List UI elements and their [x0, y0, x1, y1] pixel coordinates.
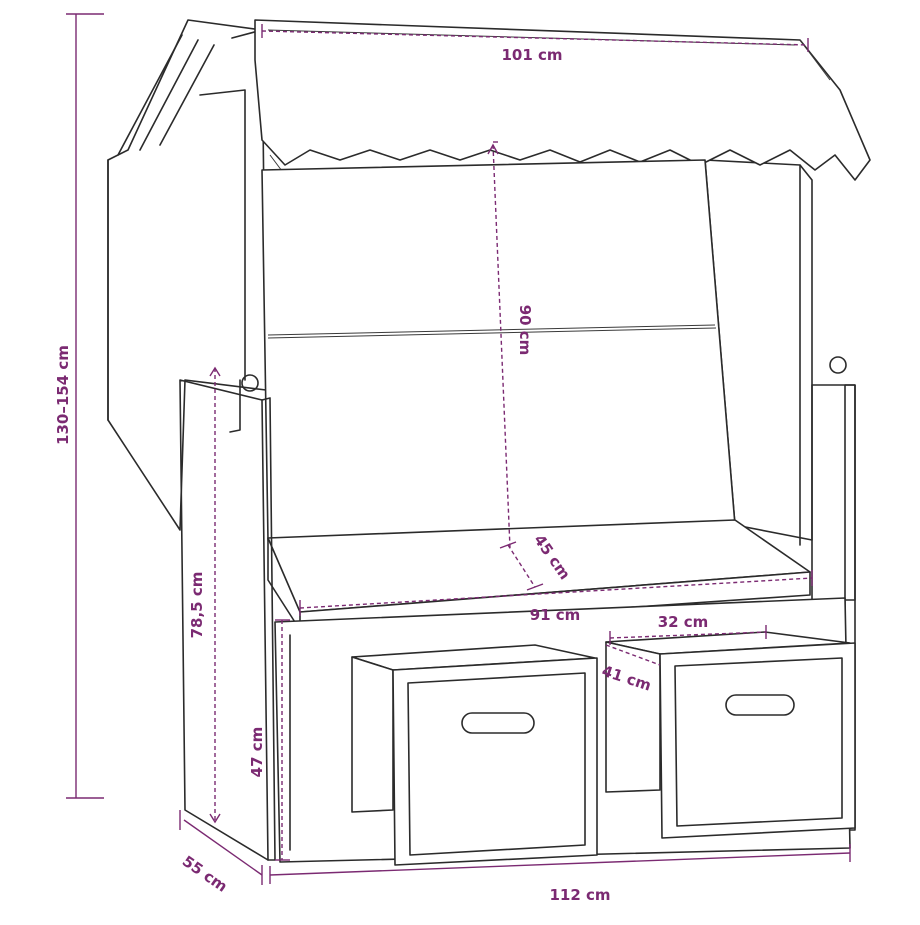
footrest-width-label: 32 cm — [658, 613, 709, 631]
seat-width-label: 91 cm — [530, 606, 581, 624]
left-footrest — [351, 644, 598, 866]
hood-left-side — [107, 19, 267, 531]
canopy-width-dimension: 101 cm — [261, 24, 809, 64]
backrest-height-label: 90 cm — [516, 305, 534, 356]
base-height-dimension: 47 cm — [248, 619, 290, 861]
total-height-label: 130–154 cm — [54, 345, 72, 445]
armrest-height-dimension: 78,5 cm — [188, 366, 221, 824]
left-armrest — [179, 374, 276, 861]
canopy-width-label: 101 cm — [501, 46, 562, 64]
footrest-width-dimension: 32 cm — [609, 613, 767, 645]
armrest-height-label: 78,5 cm — [188, 572, 206, 639]
seat-width-dimension: 91 cm — [299, 570, 813, 624]
total-depth-dimension: 55 cm — [179, 810, 263, 896]
backrest — [261, 159, 736, 541]
total-depth-label: 55 cm — [179, 852, 231, 896]
right-footrest — [605, 631, 856, 839]
total-width-label: 112 cm — [549, 886, 610, 904]
total-width-dimension: 112 cm — [269, 844, 851, 904]
base-height-label: 47 cm — [248, 727, 266, 778]
total-height-dimension: 130–154 cm — [54, 13, 104, 799]
backrest-height-dimension: 90 cm — [487, 141, 534, 549]
